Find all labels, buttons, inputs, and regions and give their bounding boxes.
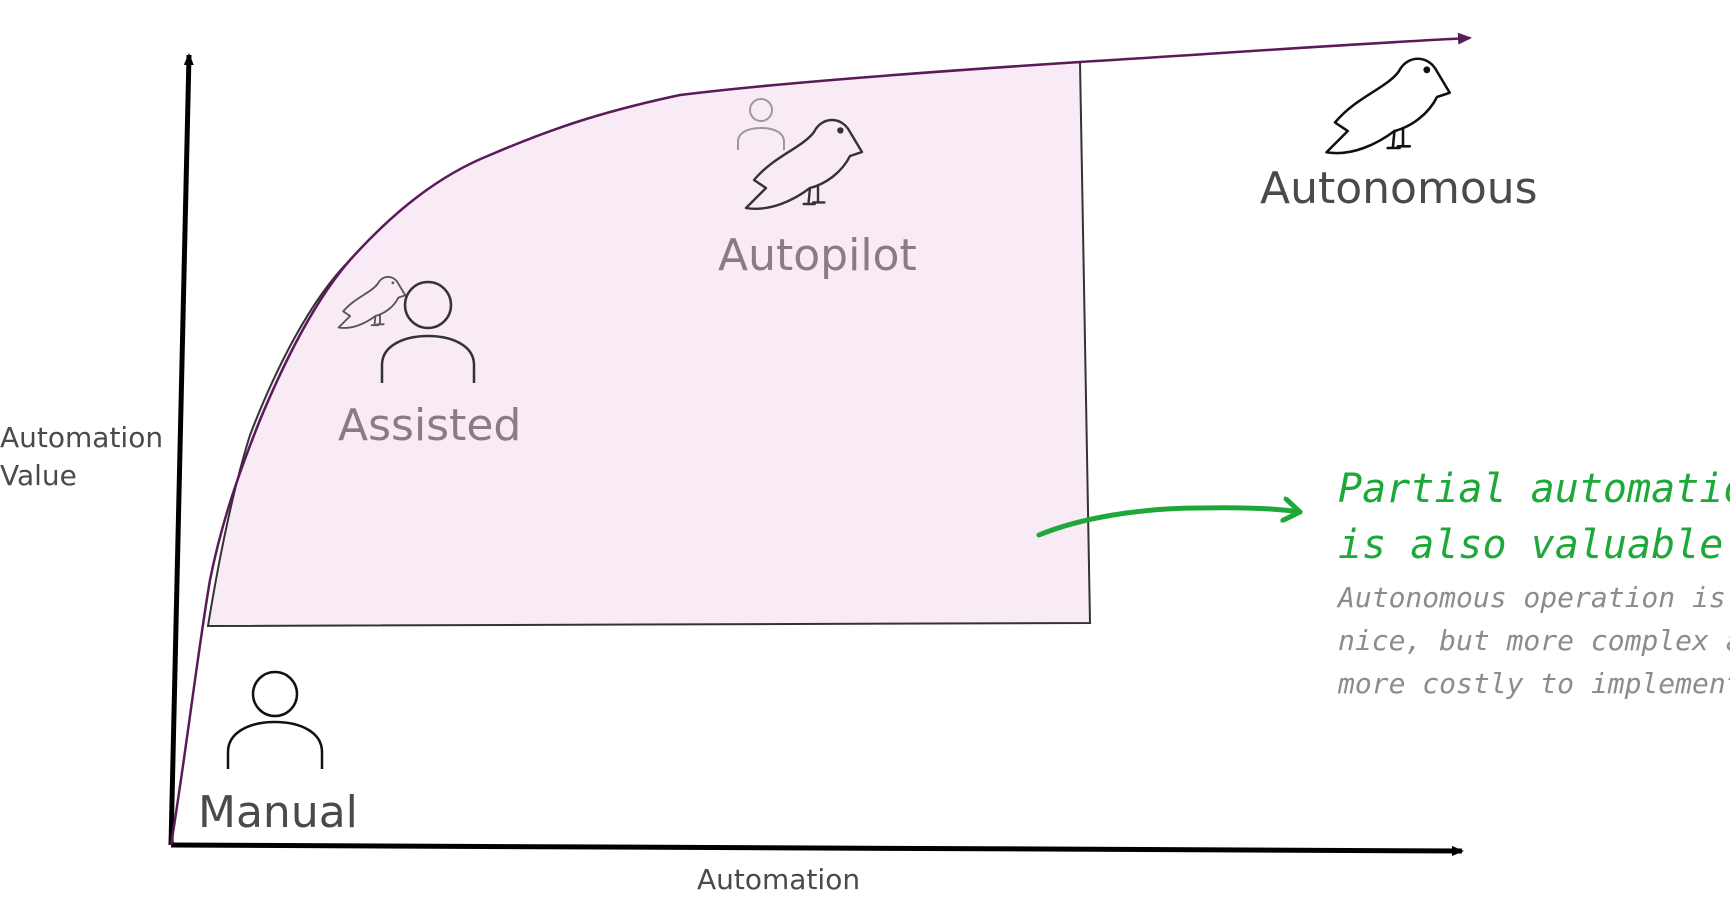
x-axis-label: Automation xyxy=(697,863,860,896)
stage-label-autonomous: Autonomous xyxy=(1260,163,1538,214)
note-body-line3: more costly to implement. xyxy=(1337,667,1730,700)
stage-label-manual: Manual xyxy=(198,787,358,838)
person-icon xyxy=(737,98,785,150)
note-body-line2: nice, but more complex and xyxy=(1338,624,1730,657)
person-icon xyxy=(226,670,324,769)
automation-value-curve xyxy=(169,32,1472,846)
note-heading-line2: is also valuable. xyxy=(1338,522,1730,568)
x-axis xyxy=(170,842,1464,856)
bird-icon xyxy=(1325,57,1452,155)
y-axis xyxy=(168,53,194,846)
partial-automation-region xyxy=(206,60,1092,628)
stage-label-assisted: Assisted xyxy=(338,400,521,451)
note-body-line1: Autonomous operation is xyxy=(1336,581,1726,614)
bird-icon xyxy=(337,275,407,329)
y-axis-label-line1: Automation xyxy=(0,421,163,454)
note-heading-line1: Partial automation xyxy=(1338,466,1730,512)
y-axis-label-line2: Value xyxy=(0,459,77,492)
person-icon xyxy=(380,280,476,383)
annotation-arrow xyxy=(1036,508,1303,538)
bird-icon xyxy=(744,118,864,210)
stage-label-autopilot: Autopilot xyxy=(718,230,917,281)
